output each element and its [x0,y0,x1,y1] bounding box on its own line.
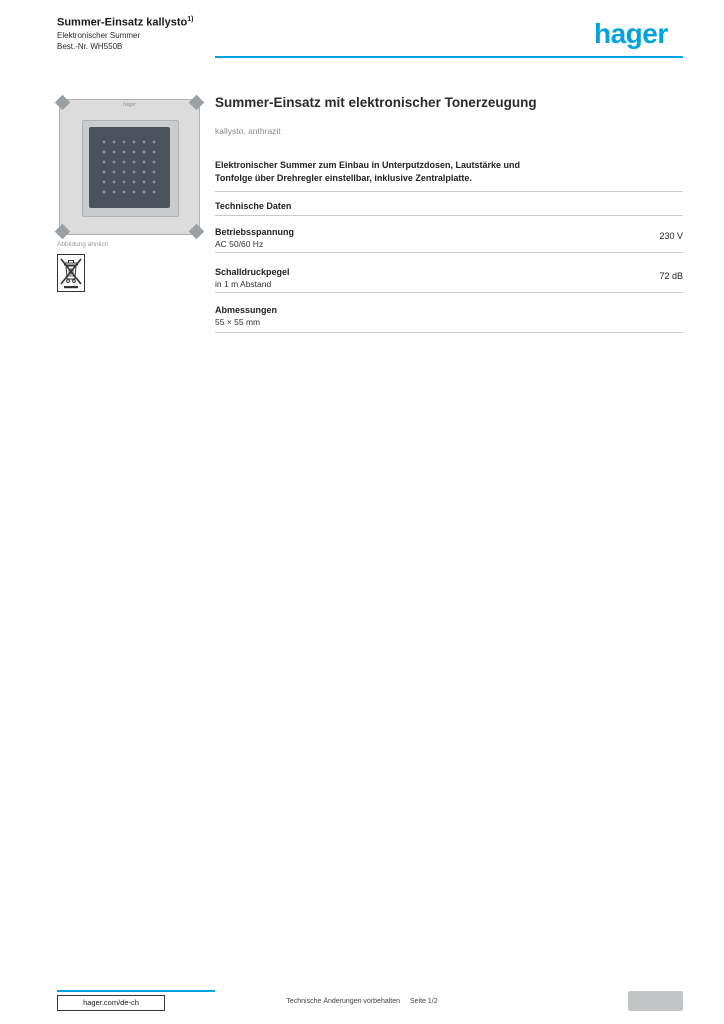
description-line-2: Tonfolge über Drehregler einstellbar, in… [215,173,472,183]
spec-label: Abmessungen [215,305,278,315]
header-product-name: Summer-Einsatz kallysto1) [57,16,193,29]
spec-sublabel: in 1 m Abstand [215,279,272,289]
speaker-hole-grid [97,135,162,200]
frame-brand-label: hager [123,102,136,108]
footer-badge [628,991,683,1011]
header-order-number: Best.-Nr. WH550B [57,42,123,51]
spec-value: 72 dB [659,271,683,281]
spec-sublabel: AC 50/60 Hz [215,239,264,249]
section-heading: Technische Daten [215,201,292,211]
footer-accent-rule [57,990,215,992]
divider [215,292,683,293]
switch-frame: hager [54,94,205,240]
frame-corner-claw-icon [188,223,205,240]
frame-corner-claw-icon [54,223,71,240]
header-footnote-marker: 1) [187,16,194,23]
spec-label: Schalldruckpegel [215,267,290,277]
spec-label: Betriebsspannung [215,227,295,237]
spec-value: 230 V [659,231,683,241]
header-accent-rule [215,56,683,58]
weee-icon [57,254,85,292]
page-title: Summer-Einsatz mit elektronischer Tonerz… [215,95,537,110]
image-caption: Abbildung ähnlich [57,241,109,248]
header-subline-1: Elektronischer Summer [57,31,141,40]
product-photo: hager [54,94,205,240]
header-product-name-text: Summer-Einsatz kallysto [57,16,188,29]
footer-center-text: Technische Änderungen vorbehalten Seite … [212,998,512,1005]
insert-bezel [82,120,179,217]
footer-site-link[interactable]: hager.com/de-ch [57,995,165,1011]
divider [215,252,683,253]
divider [215,215,683,216]
footer-legal-text: Technische Änderungen vorbehalten [286,998,401,1005]
divider [215,191,683,192]
hager-logo: hager [594,18,668,49]
description-line-1: Elektronischer Summer zum Einbau in Unte… [215,160,521,170]
page-number: Seite 1/2 [409,998,438,1005]
speaker-grille [89,127,170,208]
spec-sublabel: 55 × 55 mm [215,317,261,327]
divider [215,332,683,333]
product-subtitle: kallysto, anthrazit [215,126,281,136]
